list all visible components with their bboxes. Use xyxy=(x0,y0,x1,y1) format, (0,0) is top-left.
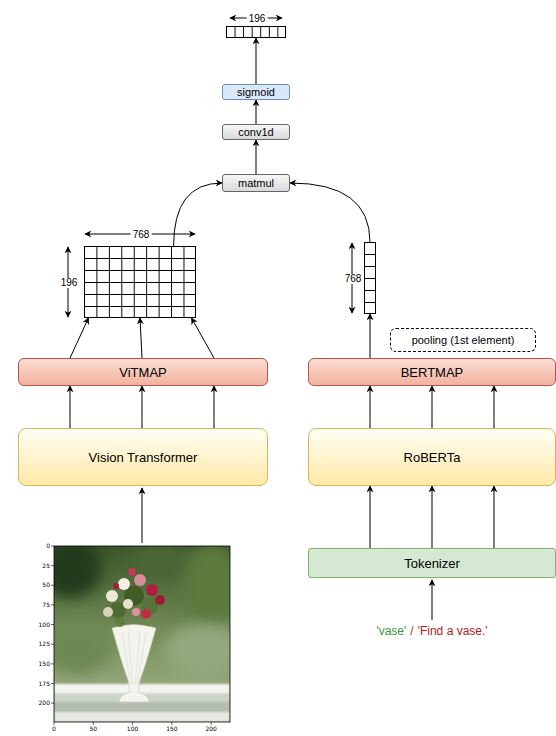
sigmoid-box: sigmoid xyxy=(222,84,290,100)
dimension-label: 196 xyxy=(247,14,268,24)
arrow-connector xyxy=(432,386,433,428)
axis-tick-label: 200 xyxy=(39,700,50,706)
arrow-connector xyxy=(256,38,257,84)
plot-frame xyxy=(54,546,230,722)
axis-tick-label: 50 xyxy=(89,726,97,732)
dimension-label: 768 xyxy=(343,274,364,284)
dimension-arrows xyxy=(68,18,352,317)
arrow-connector xyxy=(370,486,371,548)
axis-tick-label: 25 xyxy=(42,563,50,569)
vitmap-box: ViTMAP xyxy=(18,358,268,386)
input-text: 'Find a vase.' xyxy=(418,624,488,638)
axis-tick-label: 0 xyxy=(46,543,50,549)
box-label: Vision Transformer xyxy=(89,450,198,465)
axis-tick-label: 0 xyxy=(52,726,56,732)
matmul-box: matmul xyxy=(222,174,290,192)
axis-tick-label: 100 xyxy=(127,726,138,732)
tokenizer-box: Tokenizer xyxy=(308,548,556,578)
text-embedding-vector: 768 xyxy=(364,242,376,314)
box-label: Tokenizer xyxy=(404,556,460,571)
bertmap-box: BERTMAP xyxy=(308,358,556,386)
arrow-connector xyxy=(370,314,371,358)
arrow-connector xyxy=(214,386,215,428)
roberta-box: RoBERTa xyxy=(308,428,556,486)
box-label: pooling (1st element) xyxy=(412,334,515,346)
arrow-connector xyxy=(192,318,214,358)
arrow-connector xyxy=(70,318,88,358)
axis-tick-label: 150 xyxy=(166,726,177,732)
arrow-connector xyxy=(256,140,257,174)
dimension-label: 768 xyxy=(131,230,152,240)
axis-tick-label: 50 xyxy=(42,582,50,588)
arrow-connector xyxy=(142,386,143,428)
arrow-connector xyxy=(494,386,495,428)
box-label: ViTMAP xyxy=(119,365,166,380)
box-label: sigmoid xyxy=(237,86,275,98)
arrow-connector xyxy=(432,486,433,548)
vase-photo xyxy=(54,546,230,722)
axis-tick-label: 175 xyxy=(39,681,50,687)
feature-matrix: 768196 xyxy=(84,246,196,318)
axis-tick-label: 75 xyxy=(42,602,50,608)
box-label: BERTMAP xyxy=(401,365,464,380)
input-text-group: 'vase' / 'Find a vase.' xyxy=(308,624,556,638)
arrow-connector xyxy=(140,318,142,358)
input-text: 'vase' xyxy=(376,624,406,638)
arrow-connector xyxy=(370,386,371,428)
conv1d-box: conv1d xyxy=(222,124,290,140)
axis-tick-label: 125 xyxy=(39,641,50,647)
arrow-connector xyxy=(494,486,495,548)
output-vector: 196 xyxy=(226,26,286,38)
box-label: matmul xyxy=(238,177,274,189)
vision-transformer-box: Vision Transformer xyxy=(18,428,268,486)
input-text: / xyxy=(410,624,413,638)
dimension-label: 196 xyxy=(59,278,80,288)
arrow-connector xyxy=(70,386,71,428)
arrow-connector xyxy=(174,183,222,246)
arrow-connector xyxy=(256,100,257,124)
arrow-connector xyxy=(290,183,370,242)
axis-tick-label: 150 xyxy=(39,661,50,667)
pooling-note: pooling (1st element) xyxy=(390,328,536,352)
axis-tick-label: 100 xyxy=(39,622,50,628)
axis-tick-label: 200 xyxy=(205,726,216,732)
box-label: conv1d xyxy=(238,126,273,138)
box-label: RoBERTa xyxy=(404,450,461,465)
axis-ticks xyxy=(51,546,211,725)
